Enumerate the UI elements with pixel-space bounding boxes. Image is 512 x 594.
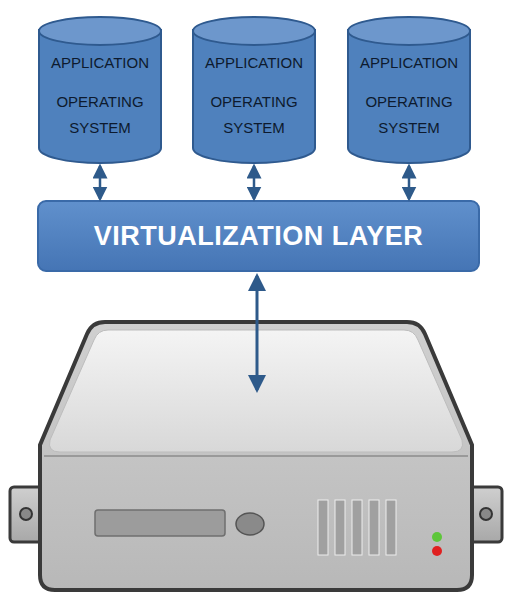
node-subtitle: OPERATING SYSTEM: [206, 89, 302, 141]
node-title: APPLICATION: [51, 53, 149, 73]
node-subtitle: OPERATING SYSTEM: [361, 89, 457, 141]
status-led-red: [432, 546, 442, 556]
virtualization-layer-box: VIRTUALIZATION LAYER: [37, 200, 480, 272]
vm-cylinder: APPLICATION OPERATING SYSTEM: [37, 15, 163, 165]
cylinder-outline: [37, 15, 163, 165]
ear-screw: [20, 508, 32, 520]
server-edge: [44, 455, 468, 457]
cylinder-outline: [191, 15, 317, 165]
drive-slot: [95, 510, 225, 536]
double-arrow-connector: [99, 166, 102, 199]
power-button: [236, 513, 264, 535]
cylinder-outline: [346, 15, 472, 165]
ear-screw: [480, 508, 492, 520]
status-led-green: [432, 532, 442, 542]
node-subtitle: OPERATING SYSTEM: [52, 89, 148, 141]
double-arrow-connector: [408, 166, 411, 199]
node-title: APPLICATION: [205, 53, 303, 73]
double-arrow-connector: [253, 166, 256, 199]
vent-slots: [318, 500, 396, 555]
vm-cylinder: APPLICATION OPERATING SYSTEM: [346, 15, 472, 165]
node-title: APPLICATION: [360, 53, 458, 73]
vm-cylinder: APPLICATION OPERATING SYSTEM: [191, 15, 317, 165]
host-arrow: [256, 276, 259, 390]
node-title: VIRTUALIZATION LAYER: [94, 221, 424, 252]
